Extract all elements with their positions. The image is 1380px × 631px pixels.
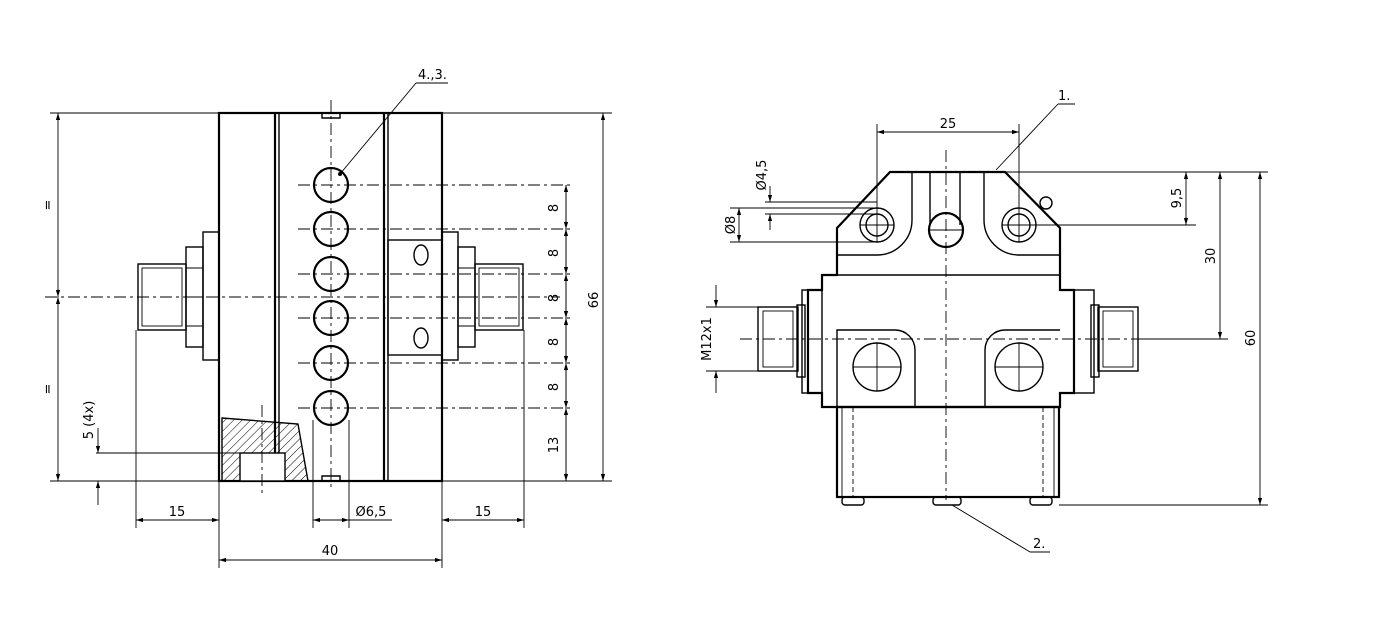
right-body-upper — [806, 170, 1076, 409]
dim-hole-diameter: Ø6,5 — [356, 505, 387, 520]
dim-upper-equal: = — [41, 200, 56, 211]
dim-top-width: 25 — [940, 117, 957, 132]
dim-left-15: 15 — [169, 505, 186, 520]
dim-spacing-2: 8 — [547, 249, 562, 257]
right-fitting — [387, 231, 524, 361]
dim-width-40: 40 — [322, 544, 339, 559]
dim-spacing-3: 8 — [547, 294, 562, 302]
dim-height-66: 66 — [587, 292, 602, 309]
dim-spacing-4: 8 — [547, 338, 562, 346]
callout-1: 1. — [1058, 89, 1070, 104]
dim-small-holes: 5 (4x) — [82, 401, 97, 440]
dim-thread: M12x1 — [700, 317, 715, 361]
section-hatch — [221, 405, 309, 495]
callout-2: 2. — [1033, 537, 1045, 552]
left-holes — [298, 166, 572, 482]
callout-4-3: 4.,3. — [418, 68, 447, 83]
left-fitting — [137, 231, 220, 361]
dim-hole-8: Ø8 — [724, 216, 739, 235]
dim-spacing-1: 8 — [547, 204, 562, 212]
dim-spacing-5: 8 — [547, 383, 562, 391]
right-view-right-fitting — [1073, 289, 1139, 394]
dim-center-height: 30 — [1204, 248, 1219, 265]
right-view: 25 Ø4,5 Ø8 9,5 30 60 M12x1 1. — [700, 89, 1268, 553]
dim-top-offset: 9,5 — [1170, 188, 1185, 209]
right-body-lower — [835, 405, 1061, 499]
right-view-left-fitting — [757, 289, 823, 394]
dim-total-height: 60 — [1244, 330, 1259, 347]
dim-bottom-13: 13 — [547, 437, 562, 454]
dim-lower-equal: = — [41, 384, 56, 395]
dim-small-diameter: Ø4,5 — [755, 160, 770, 191]
dim-right-15: 15 — [475, 505, 492, 520]
left-view: 66 8 8 8 8 8 13 = = 5 (4x) — [41, 68, 612, 568]
